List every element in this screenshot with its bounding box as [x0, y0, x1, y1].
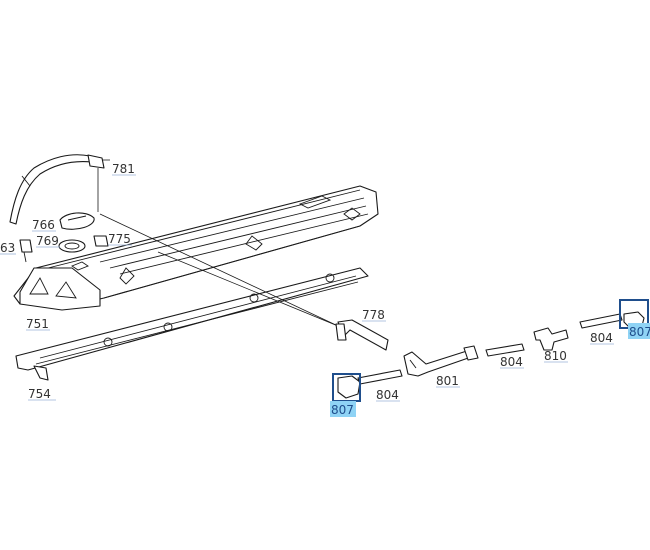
bolt [19, 239, 33, 263]
callout-775: 775 [108, 232, 131, 246]
highlight-bg-left [330, 401, 356, 417]
cylinder-head-cover [13, 185, 379, 311]
filler-cap [59, 212, 95, 230]
callout-778: 778 [362, 308, 385, 322]
breather-elbow [335, 319, 389, 351]
callout-804-c: 804 [590, 331, 613, 345]
cover-gasket [15, 267, 369, 381]
callout-807-right: 807 [629, 325, 650, 339]
hose-pipe-a [357, 369, 403, 385]
callout-807-left: 807 [331, 403, 354, 417]
nut [93, 235, 109, 247]
elbow-connector-left [337, 375, 361, 399]
leader-line-1 [99, 213, 339, 327]
hose-pipe-c [579, 313, 623, 329]
vent-hose [9, 154, 110, 225]
callout-769: 769 [36, 234, 59, 248]
callout-781: 781 [112, 162, 135, 176]
hose-pipe-b [485, 343, 525, 357]
junction-piece [533, 327, 569, 351]
callout-766: 766 [32, 218, 55, 232]
highlight-bg-right [628, 323, 650, 339]
callout-63: 63 [0, 241, 15, 255]
callout-751: 751 [26, 317, 49, 331]
callout-801: 801 [436, 374, 459, 388]
callout-810: 810 [544, 349, 567, 363]
t-connector [403, 345, 479, 377]
callout-804-a: 804 [376, 388, 399, 402]
cap-seal [58, 239, 86, 253]
leader-line-2 [157, 251, 339, 327]
callout-804-b: 804 [500, 355, 523, 369]
callout-754: 754 [28, 387, 51, 401]
